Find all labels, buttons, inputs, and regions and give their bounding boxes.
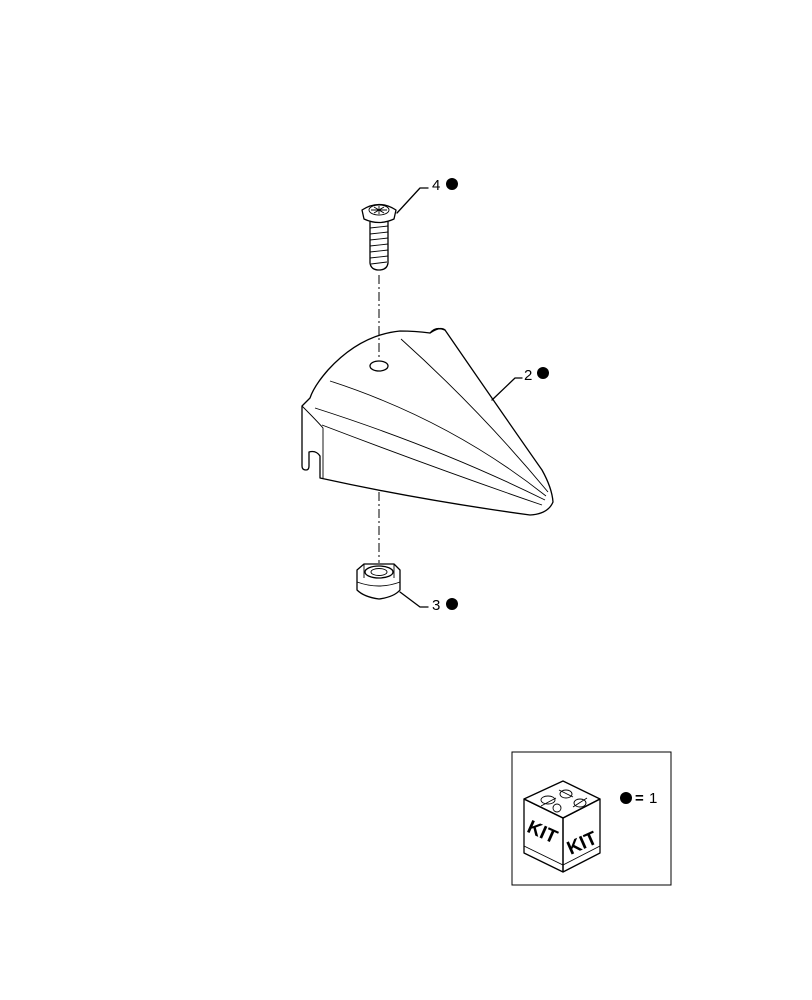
callout-3: 3: [399, 591, 458, 614]
kit-marker-dot: [537, 367, 549, 379]
kit-legend-equals: =: [635, 790, 644, 807]
callout-4: 4: [396, 177, 458, 214]
kit-legend-number: 1: [649, 790, 657, 807]
kit-legend-frame: [511, 751, 672, 886]
callout-2-number: 2: [524, 367, 532, 384]
callout-4-number: 4: [432, 177, 440, 194]
kit-marker-dot: [446, 598, 458, 610]
callout-3-number: 3: [432, 597, 440, 614]
screw-part: [361, 203, 397, 271]
callout-2: 2: [491, 367, 549, 401]
kit-legend: KIT KIT = 1: [511, 751, 672, 886]
cover-part: [301, 327, 554, 516]
kit-legend-dot: [620, 792, 632, 804]
kit-marker-dot: [446, 178, 458, 190]
flange-nut-part: [356, 563, 401, 600]
